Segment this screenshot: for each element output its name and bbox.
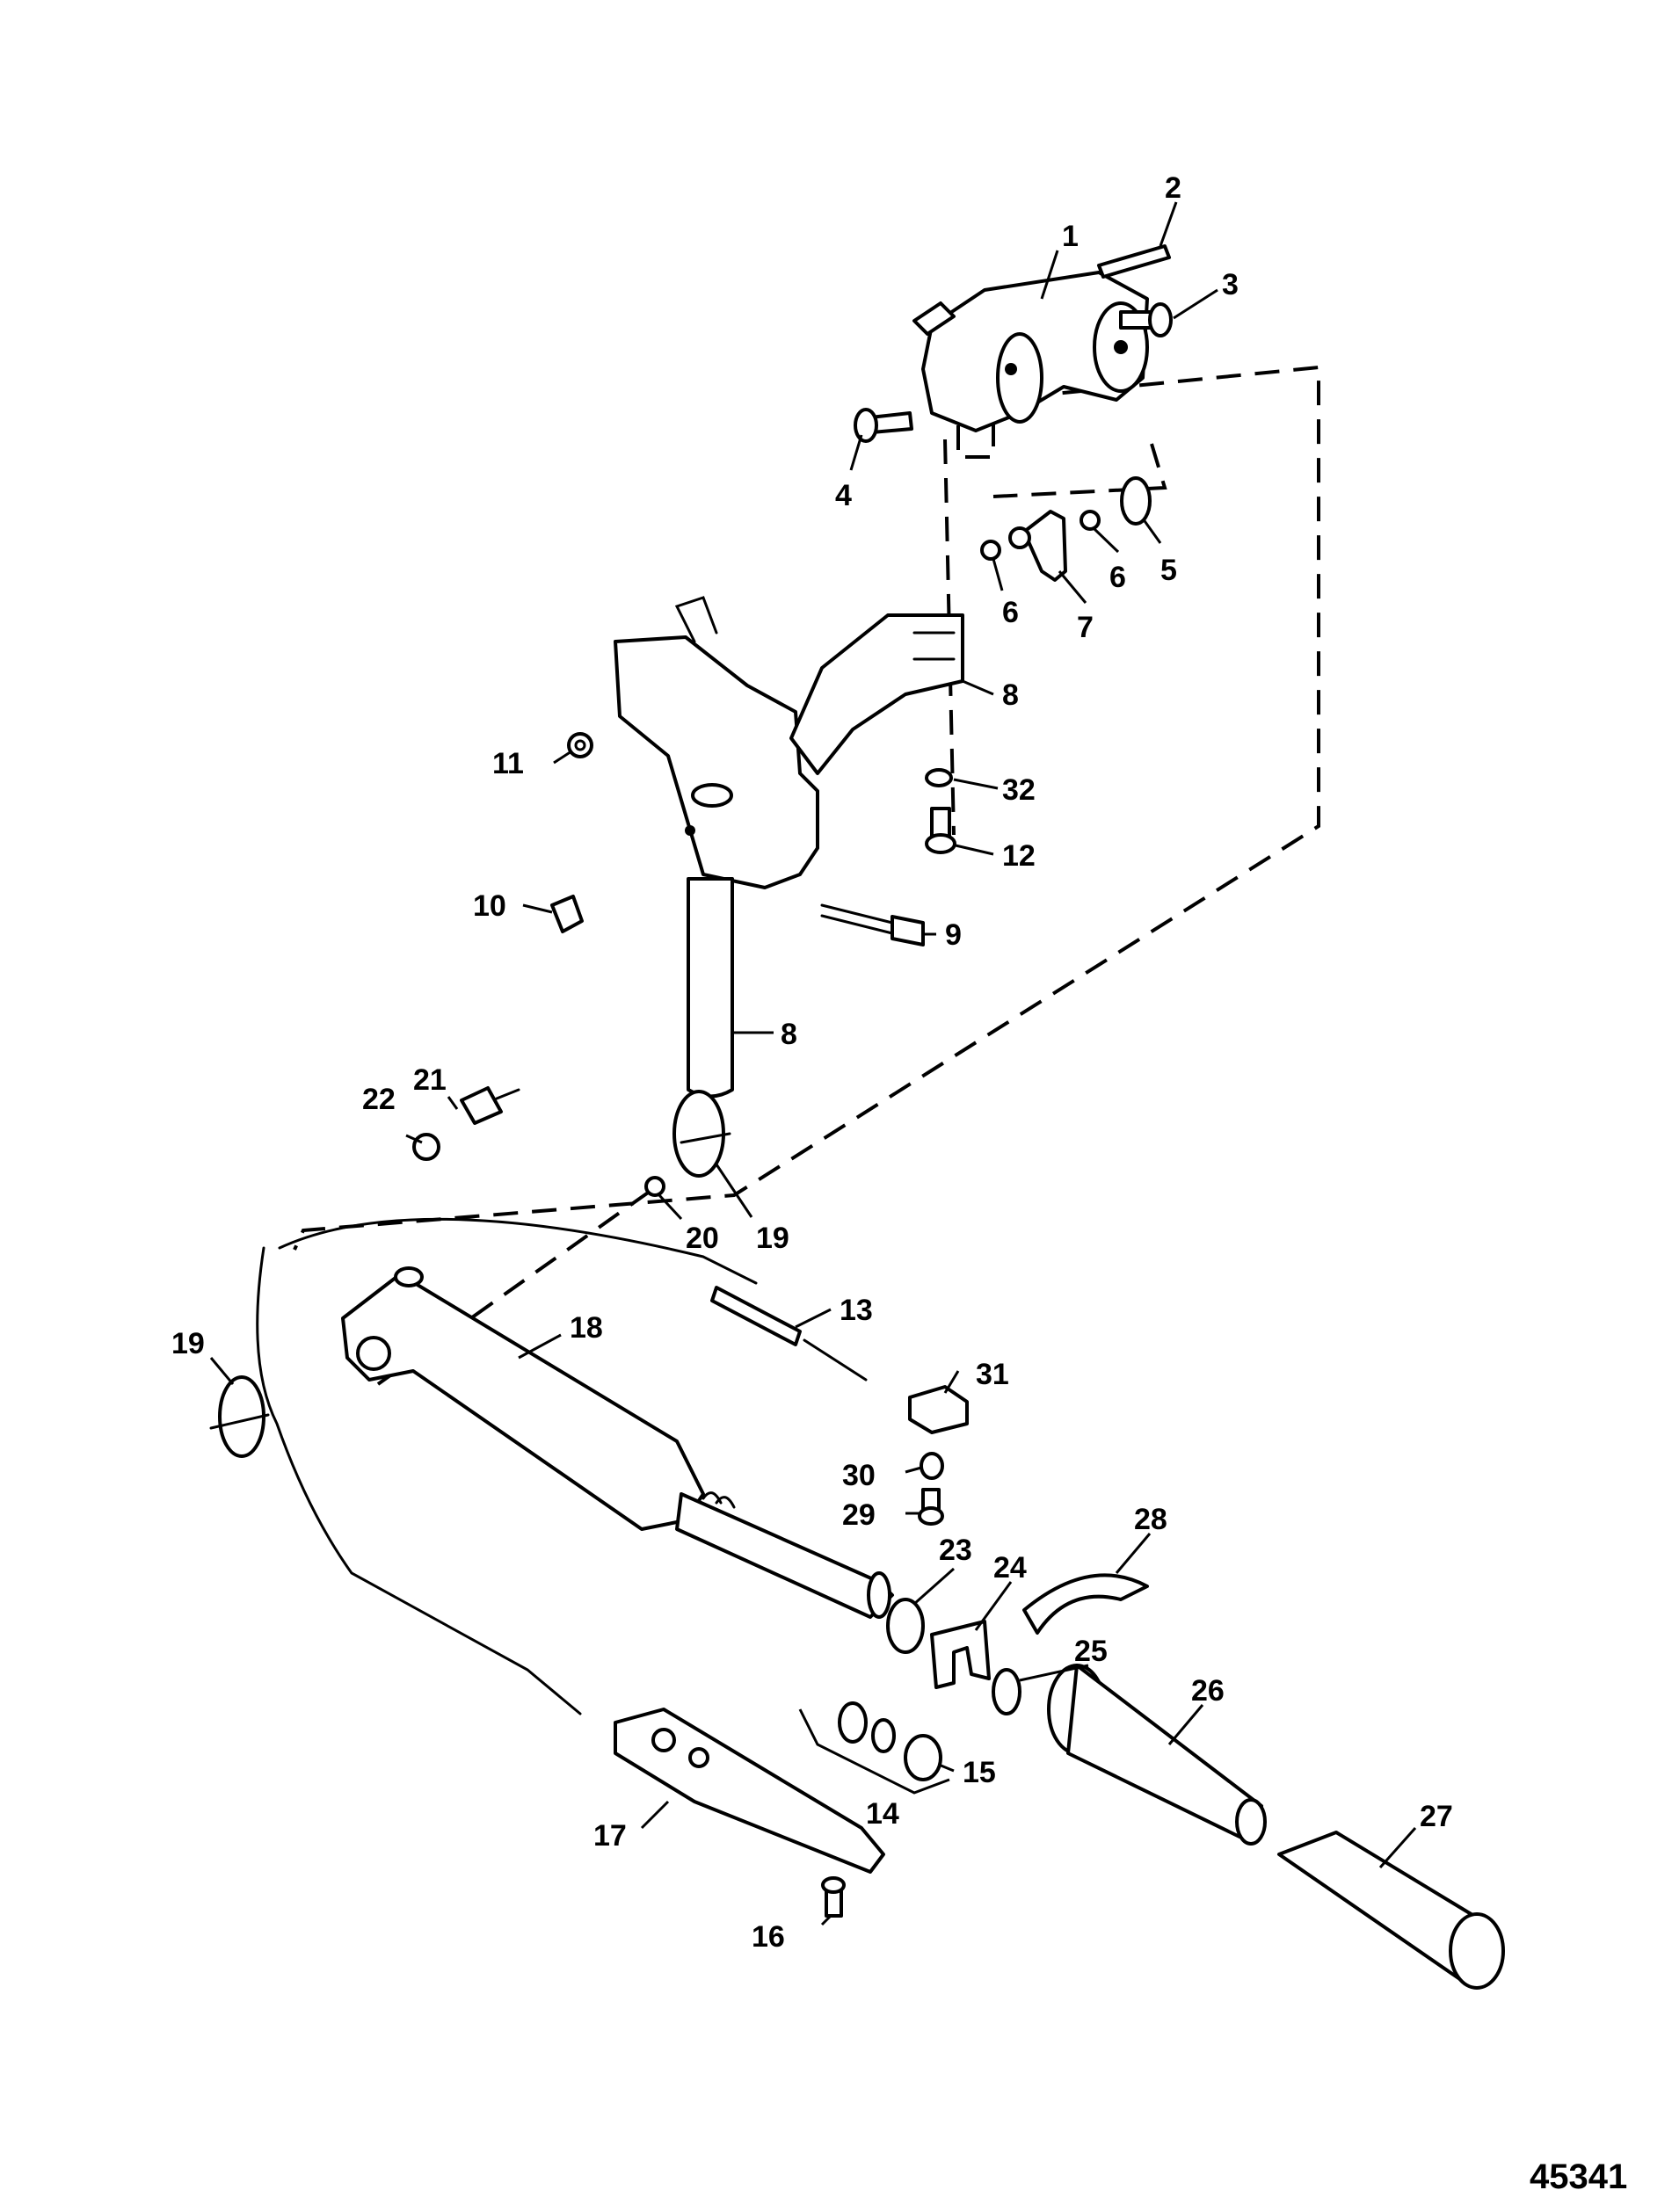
part-6-nut-a xyxy=(980,540,1001,561)
part-17-throttle-bracket xyxy=(614,1708,885,1874)
callout-22: 22 xyxy=(362,1083,396,1116)
callout-31: 31 xyxy=(976,1358,1009,1391)
part-19-washer-left xyxy=(209,1375,270,1458)
part-32-washer xyxy=(925,768,953,787)
callout-30: 30 xyxy=(842,1459,876,1492)
callout-9: 9 xyxy=(945,918,962,952)
callout-21: 21 xyxy=(413,1063,447,1097)
part-8-steering-arm xyxy=(614,596,964,889)
callout-8-tube: 8 xyxy=(781,1018,797,1051)
callout-8-arm: 8 xyxy=(1002,678,1019,712)
callout-19-left: 19 xyxy=(171,1327,205,1360)
part-13-cable xyxy=(256,1217,868,1715)
callout-10: 10 xyxy=(473,889,506,923)
callout-6b: 6 xyxy=(1109,561,1126,594)
part-10-bushing xyxy=(550,895,584,933)
part-7-plate xyxy=(1008,510,1067,582)
callout-1: 1 xyxy=(1062,220,1079,253)
callout-19-upper: 19 xyxy=(756,1222,789,1255)
part-8-tube xyxy=(687,877,734,1099)
callout-28: 28 xyxy=(1134,1503,1167,1536)
part-22-nut xyxy=(412,1133,440,1161)
part-29-screw xyxy=(918,1488,944,1526)
part-30-nut xyxy=(920,1452,944,1480)
assembly-dashed-lines xyxy=(293,365,1320,1386)
callout-2: 2 xyxy=(1165,171,1181,205)
part-27-grip xyxy=(1277,1831,1505,1990)
callout-17: 17 xyxy=(593,1819,627,1853)
part-5-ring xyxy=(1120,476,1152,526)
part-26-grip-housing xyxy=(1047,1664,1267,1846)
callout-18: 18 xyxy=(570,1311,603,1345)
part-12-screw xyxy=(925,807,956,854)
callout-25: 25 xyxy=(1074,1635,1108,1668)
part-15-cap xyxy=(904,1734,942,1781)
part-2-pin xyxy=(1097,244,1171,279)
callout-15: 15 xyxy=(963,1756,996,1789)
part-28-decal xyxy=(1022,1573,1149,1635)
figure-number: 45341 xyxy=(1530,2158,1627,2196)
part-19-washer-upper xyxy=(672,1090,731,1178)
part-11-nut xyxy=(567,732,593,758)
part-16-screw xyxy=(821,1876,846,1918)
part-25-o-ring xyxy=(992,1668,1021,1715)
callout-20: 20 xyxy=(686,1222,719,1255)
callout-23: 23 xyxy=(939,1534,972,1567)
part-4-screw xyxy=(854,408,913,443)
callout-7: 7 xyxy=(1077,611,1094,644)
callout-14: 14 xyxy=(866,1797,899,1831)
part-23-o-ring xyxy=(886,1598,925,1654)
part-1-bracket xyxy=(912,271,1149,432)
callout-13: 13 xyxy=(840,1294,873,1327)
callout-24: 24 xyxy=(993,1551,1027,1585)
callout-27: 27 xyxy=(1420,1800,1453,1833)
part-21-fitting xyxy=(460,1086,520,1125)
leader-lines xyxy=(209,201,1417,1926)
callout-labels: 1 2 3 4 5 6 6 7 8 8 9 10 11 12 13 14 15 … xyxy=(171,171,1453,1954)
part-20-nut xyxy=(644,1176,665,1197)
callout-16: 16 xyxy=(752,1920,785,1954)
part-24-clip xyxy=(930,1620,991,1689)
part-31-block xyxy=(908,1385,969,1434)
callout-32: 32 xyxy=(1002,773,1036,807)
part-3-screw xyxy=(1119,302,1173,337)
callout-4: 4 xyxy=(835,479,852,512)
callout-26: 26 xyxy=(1191,1674,1225,1708)
callout-29: 29 xyxy=(842,1498,876,1532)
callout-3: 3 xyxy=(1222,268,1239,301)
callout-6a: 6 xyxy=(1002,596,1019,629)
callout-12: 12 xyxy=(1002,839,1036,873)
part-9-bolt xyxy=(820,903,925,946)
part-18-tiller-handle xyxy=(341,1266,894,1619)
part-6-nut-b xyxy=(1080,510,1101,531)
callout-11: 11 xyxy=(492,747,524,780)
callout-5: 5 xyxy=(1160,554,1177,587)
part-14-wire-connector xyxy=(838,1701,896,1753)
